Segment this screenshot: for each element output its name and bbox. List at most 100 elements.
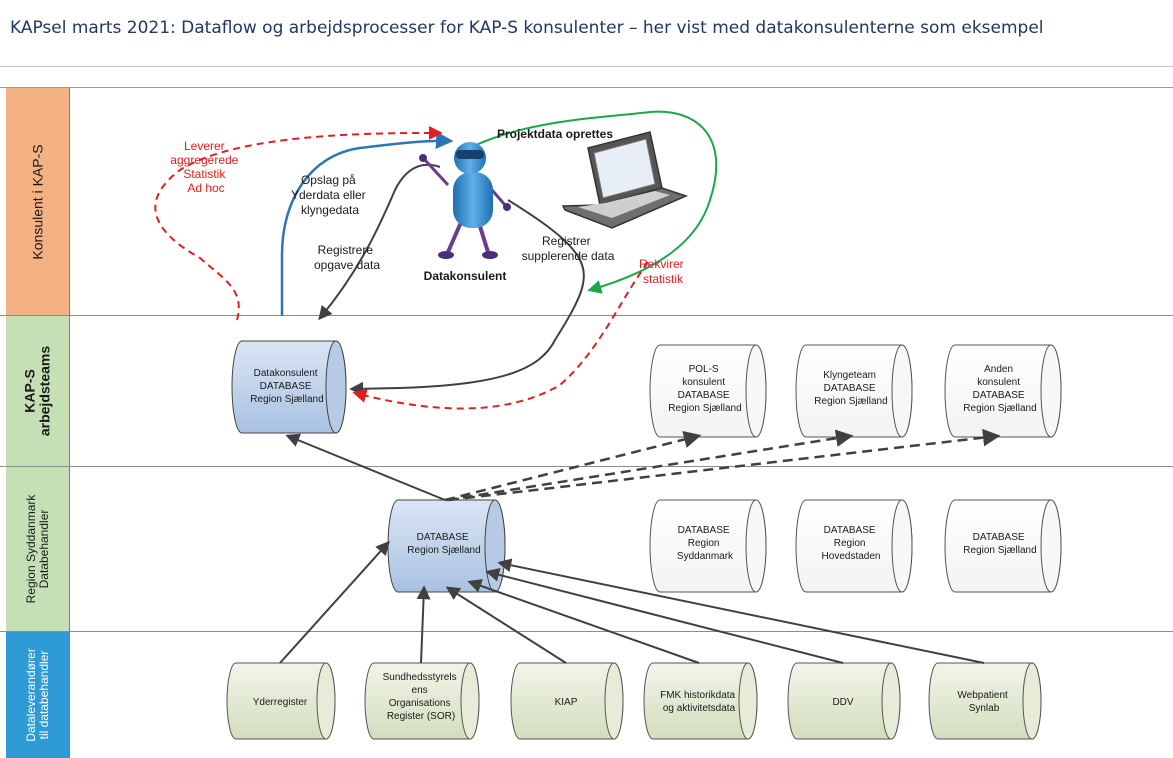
db-line: Region Sjælland — [668, 403, 741, 414]
db-line: DATABASE — [824, 525, 876, 536]
red-rekvirer-arrow — [352, 261, 649, 410]
lane-dataleverandoerer: Dataleverandører til databehandler — [0, 632, 1173, 758]
person-label: Datakonsulent — [424, 269, 507, 283]
db-line: FMK historikdata — [660, 690, 735, 701]
arrow-fmk — [467, 579, 700, 664]
db-line: Yderregister — [253, 697, 308, 708]
opslag-label: Opslag på Yderdata eller klyngedata — [291, 173, 369, 217]
opslag-line: klyngedata — [301, 203, 359, 217]
db-line: KIAP — [555, 697, 578, 708]
db-line: DDV — [832, 697, 853, 708]
registrere-label: Registrere opgave data — [314, 243, 380, 272]
db-line: Webpatient — [957, 690, 1008, 701]
db-text: POL-S konsulent DATABASE Region Sjælland — [668, 364, 741, 414]
leverer-label: Leverer aggregerede Statistik Ad hoc — [170, 139, 241, 195]
db-line: DATABASE — [973, 532, 1025, 543]
arrow-to-klyngeteam-db — [446, 429, 854, 502]
db-text: DATABASE Region Sjælland — [963, 532, 1036, 556]
db-webpatient[interactable]: Webpatient Synlab — [928, 662, 1042, 740]
registrer-supp-line: supplerende data — [522, 249, 615, 263]
db-text: Datakonsulent DATABASE Region Sjælland — [250, 368, 323, 405]
db-line: Anden — [984, 364, 1013, 375]
db-text: FMK historikdata og aktivitetsdata — [660, 690, 738, 714]
db-processor-syddanmark[interactable]: DATABASE Region Syddanmark — [649, 499, 767, 593]
rekvirer-line: Rekvirer — [639, 257, 684, 271]
db-text: Webpatient Synlab — [957, 690, 1010, 714]
arrow-webpatient — [497, 558, 985, 664]
db-pol-s[interactable]: POL-S konsulent DATABASE Region Sjælland — [649, 344, 767, 438]
header-strip — [0, 66, 1173, 88]
lane-databehandler: Region Syddanmark Databehandler — [0, 467, 1173, 632]
db-line: DATABASE — [678, 390, 730, 401]
lane-label-konsulent: Konsulent i KAP-S — [6, 88, 70, 315]
db-line: Region Sjælland — [407, 545, 480, 556]
db-line: Region — [688, 538, 720, 549]
arrow-kiap — [445, 586, 567, 664]
db-datakonsulent[interactable]: Datakonsulent DATABASE Region Sjælland — [231, 340, 347, 434]
db-line: konsulent — [682, 377, 725, 388]
db-line: Syddanmark — [677, 551, 734, 562]
lane-label-dataleverandoerer: Dataleverandører til databehandler — [6, 632, 70, 758]
registrere-line: opgave data — [314, 258, 380, 272]
db-line: Datakonsulent — [254, 368, 318, 379]
lane-label-arbejdsteams: KAP-S arbejdsteams — [6, 316, 70, 466]
db-line: Synlab — [969, 703, 1000, 714]
registrer-supp-label: Registrer supplerende data — [522, 234, 615, 263]
db-line: Region Sjælland — [963, 403, 1036, 414]
db-ddv[interactable]: DDV — [787, 662, 901, 740]
opslag-line: Yderdata eller — [291, 188, 366, 202]
db-line: Klyngeteam — [823, 370, 876, 381]
arrow-yderregister — [279, 540, 390, 664]
lane-label-databehandler: Region Syddanmark Databehandler — [6, 467, 70, 631]
leverer-line: aggregerede — [170, 153, 238, 167]
db-line: Sundhedsstyrels — [383, 672, 457, 683]
db-line: POL-S — [689, 364, 719, 375]
registrer-supp-line: Registrer — [542, 234, 591, 248]
db-line: konsulent — [977, 377, 1020, 388]
db-line: DATABASE — [824, 383, 876, 394]
db-line: ens — [412, 685, 428, 696]
db-klyngeteam[interactable]: Klyngeteam DATABASE Region Sjælland — [795, 344, 913, 438]
arrow-sor — [416, 585, 431, 664]
red-leverer-arrow — [154, 125, 443, 321]
db-yderregister[interactable]: Yderregister — [226, 662, 336, 740]
projektdata-label: Projektdata oprettes — [497, 127, 613, 141]
db-sor[interactable]: Sundhedsstyrels ens Organisations Regist… — [364, 662, 480, 740]
db-line: Hovedstaden — [822, 551, 881, 562]
lane-arbejdsteams: KAP-S arbejdsteams — [0, 316, 1173, 467]
db-line: DATABASE — [417, 532, 469, 543]
lane-konsulent: Konsulent i KAP-S — [0, 88, 1173, 316]
blue-flow-arrow — [280, 131, 454, 316]
db-anden-konsulent[interactable]: Anden konsulent DATABASE Region Sjælland — [944, 344, 1062, 438]
opslag-line: Opslag på — [301, 173, 356, 187]
db-processor-hovedstaden[interactable]: DATABASE Region Hovedstaden — [795, 499, 913, 593]
db-line: Region — [834, 538, 866, 549]
db-text: DATABASE Region Syddanmark — [677, 525, 734, 562]
db-text: DATABASE Region Hovedstaden — [822, 525, 881, 562]
db-line: Region Sjælland — [814, 396, 887, 407]
laptop-icon — [561, 131, 689, 229]
arrow-ddv — [485, 568, 844, 664]
rekvirer-line: statistik — [643, 272, 684, 286]
db-line: Register (SOR) — [387, 711, 455, 722]
title-bar: KAPsel marts 2021: Dataflow og arbejdspr… — [0, 0, 1173, 67]
leverer-line: Leverer — [184, 139, 225, 153]
registrere-line: Registrere — [318, 243, 374, 257]
leverer-line: Statistik — [183, 167, 226, 181]
db-line: DATABASE — [678, 525, 730, 536]
green-flow-arrow — [461, 110, 718, 294]
db-line: Region Sjælland — [963, 545, 1036, 556]
db-processor-region-sjaelland-2[interactable]: DATABASE Region Sjælland — [944, 499, 1062, 593]
db-processor-region-sjaelland[interactable]: DATABASE Region Sjælland — [387, 499, 506, 593]
db-line: DATABASE — [260, 381, 312, 392]
datakonsulent-person-icon — [419, 142, 511, 259]
dark-registrere-arrow — [318, 163, 441, 321]
arrow-to-pol-s-db — [444, 430, 702, 502]
db-text: Klyngeteam DATABASE Region Sjælland — [814, 370, 887, 407]
db-kiap[interactable]: KIAP — [510, 662, 624, 740]
db-text: Anden konsulent DATABASE Region Sjælland — [963, 364, 1036, 414]
rekvirer-label: Rekvirer statistik — [639, 257, 687, 286]
db-fmk[interactable]: FMK historikdata og aktivitetsdata — [643, 662, 758, 740]
page-title: KAPsel marts 2021: Dataflow og arbejdspr… — [10, 18, 1044, 38]
